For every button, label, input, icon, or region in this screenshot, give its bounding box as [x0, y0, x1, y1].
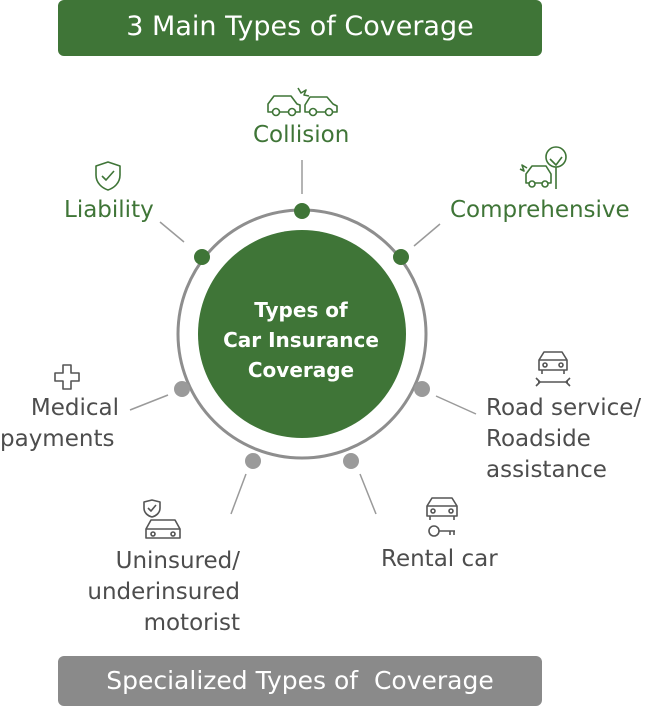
- connector-medical: [129, 394, 169, 411]
- label-comprehensive: Comprehensive: [450, 197, 630, 223]
- label-rental-car: Rental car: [381, 546, 498, 572]
- specialized-types-title: Specialized Types of Coverage: [106, 666, 494, 695]
- label-road-line-1: Road service/: [486, 395, 642, 421]
- dot-comprehensive: [393, 249, 409, 265]
- dot-collision: [294, 203, 310, 219]
- center-disk: [198, 230, 406, 438]
- label-road-line-3: assistance: [486, 457, 607, 483]
- medical-cross-icon: [54, 364, 80, 390]
- center-line-2: Car Insurance: [223, 328, 379, 352]
- car-tree-icon: [519, 146, 567, 189]
- label-uninsured-line-3: motorist: [143, 610, 240, 636]
- connector-liability: [159, 221, 185, 243]
- label-medical: Medical: [22, 393, 119, 424]
- center-title: Types of Car Insurance Coverage: [203, 295, 399, 385]
- label-uninsured-line-1: Uninsured/: [115, 548, 240, 574]
- dot-liability: [194, 249, 210, 265]
- label-medical-line-2: payments: [0, 426, 115, 452]
- connector-rental: [359, 473, 377, 515]
- label-uninsured: Uninsured/ underinsured motorist: [80, 546, 240, 639]
- shield-check-icon: [95, 161, 121, 191]
- label-road-service: Road service/ Roadside assistance: [486, 393, 641, 486]
- main-types-title: 3 Main Types of Coverage: [126, 11, 474, 42]
- car-collision-icon: [267, 87, 338, 117]
- dot-rental: [343, 453, 359, 469]
- label-uninsured-line-2: underinsured: [87, 579, 240, 605]
- connector-road: [435, 395, 477, 415]
- label-road-line-2: Roadside: [486, 426, 591, 452]
- dot-medical: [174, 381, 190, 397]
- label-collision: Collision: [253, 122, 350, 148]
- specialized-types-banner: Specialized Types of Coverage: [58, 656, 542, 706]
- connector-uninsured: [230, 473, 247, 515]
- center-line-1: Types of: [254, 298, 348, 322]
- main-types-banner: 3 Main Types of Coverage: [58, 0, 542, 56]
- center-line-3: Coverage: [247, 358, 355, 382]
- label-liability: Liability: [64, 197, 154, 223]
- label-medical-line-1: Medical: [30, 395, 119, 421]
- connector-comprehensive: [413, 223, 441, 247]
- dot-road: [414, 381, 430, 397]
- car-key-icon: [426, 497, 458, 537]
- dot-uninsured: [245, 453, 261, 469]
- car-shield-icon: [143, 499, 181, 539]
- label-medical-2: payments: [0, 424, 114, 455]
- car-wrench-icon: [535, 351, 571, 387]
